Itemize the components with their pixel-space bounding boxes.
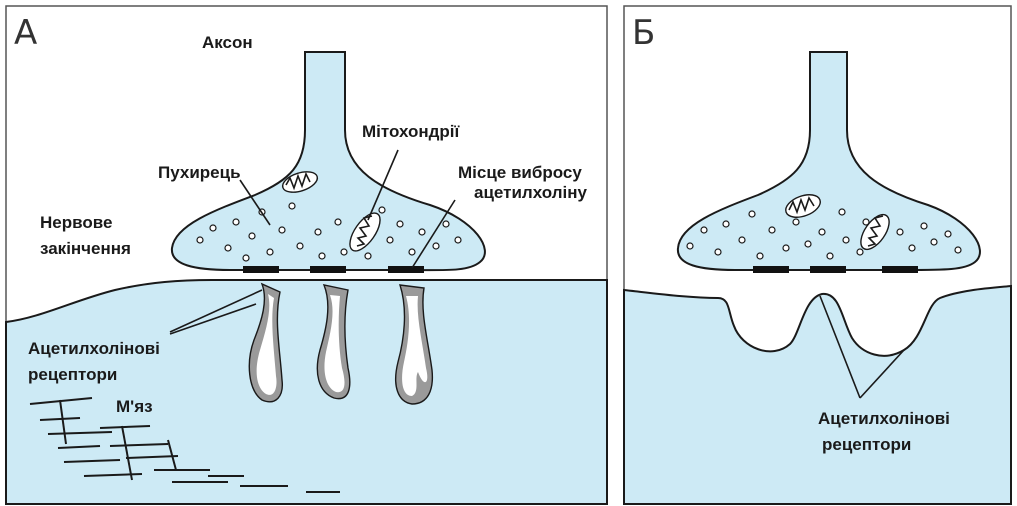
- label-vesicle: Пухирець: [158, 163, 241, 182]
- label-nerve-ending-line2: закінчення: [40, 239, 131, 258]
- panel-b-nerve-terminal: [678, 52, 980, 270]
- panel-a-muscle: [6, 280, 607, 504]
- panel-a-active-zones: [243, 266, 424, 273]
- label-receptors-b-line1: Ацетилхолінові: [818, 409, 950, 428]
- panel-a: А Аксон Мітохондрії Пухирець Місце вибро…: [6, 6, 607, 504]
- label-muscle: М'яз: [116, 397, 153, 416]
- label-mitochondria: Мітохондрії: [362, 122, 461, 141]
- panel-b: Б Ацетилхолінові рецептори: [624, 6, 1011, 504]
- panel-b-muscle: [624, 286, 1011, 504]
- label-release-site-line2: ацетилхоліну: [474, 183, 587, 202]
- panel-a-letter: А: [14, 13, 37, 53]
- label-receptors-a-line1: Ацетилхолінові: [28, 339, 160, 358]
- label-axon: Аксон: [202, 33, 253, 52]
- panel-b-active-zones: [753, 266, 918, 273]
- label-nerve-ending-line1: Нервове: [40, 213, 112, 232]
- label-release-site-line1: Місце вибросу: [458, 163, 582, 182]
- panel-a-nerve-terminal: [172, 52, 485, 270]
- panel-b-letter: Б: [632, 13, 655, 53]
- label-receptors-b-line2: рецептори: [822, 435, 911, 454]
- label-receptors-a-line2: рецептори: [28, 365, 117, 384]
- panel-a-junctional-folds: [249, 284, 432, 404]
